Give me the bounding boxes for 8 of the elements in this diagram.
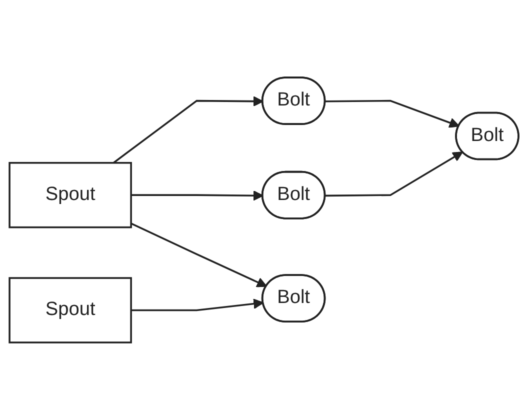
arrow (325, 152, 463, 197)
arrow (131, 298, 264, 312)
node-box: Spout (8, 277, 132, 344)
arrow (130, 222, 268, 288)
arrow (112, 96, 264, 164)
arrow (325, 100, 460, 128)
node-box: Spout (8, 162, 132, 228)
arrow (131, 190, 264, 201)
